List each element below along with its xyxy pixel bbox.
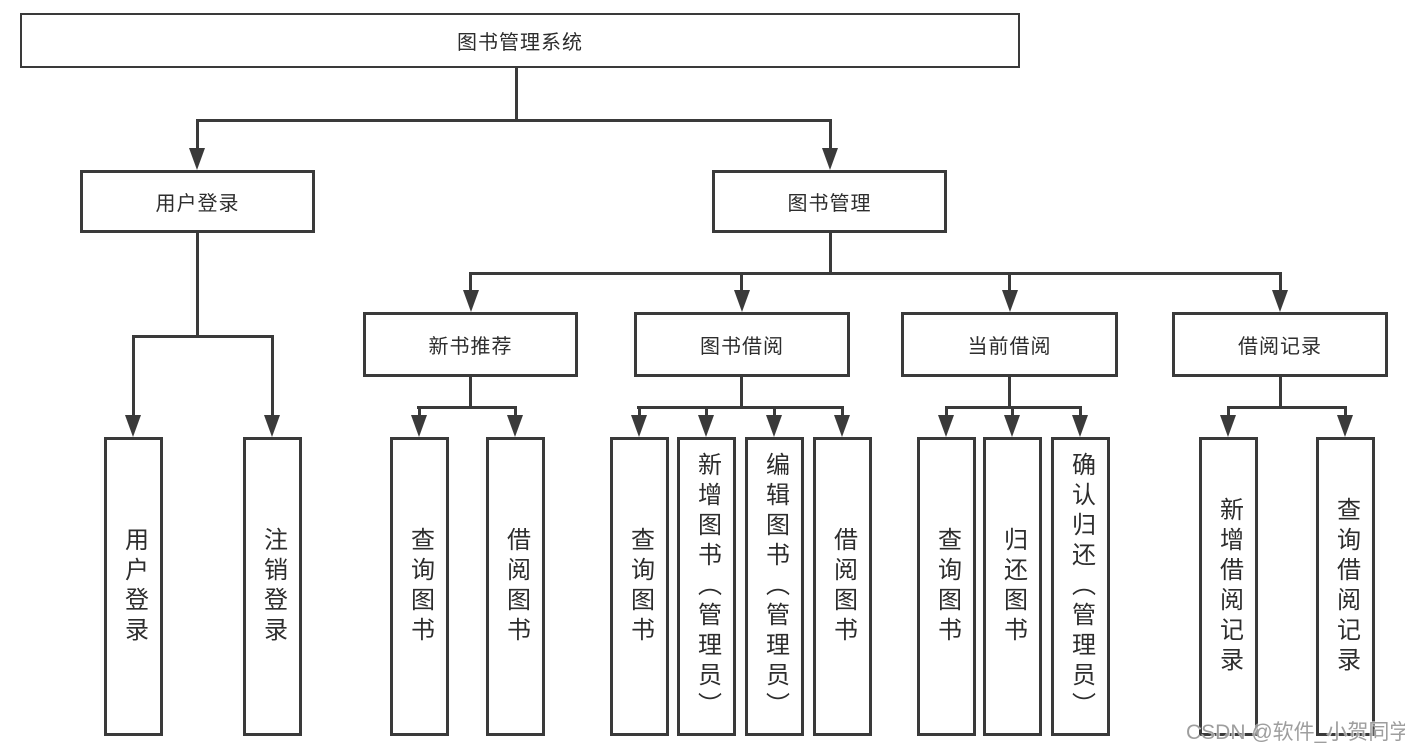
node-label: 用户登录 bbox=[120, 526, 148, 647]
node-borrow-records: 借阅记录 bbox=[1172, 312, 1388, 377]
connector-line bbox=[515, 66, 518, 121]
node-label: 归还图书 bbox=[999, 526, 1027, 647]
node-user-login-leaf: 用户登录 bbox=[104, 437, 163, 736]
node-add-books-admin: 新增图书（管理员） bbox=[677, 437, 736, 736]
arrow-down-icon bbox=[264, 415, 280, 437]
connector-line bbox=[637, 406, 844, 409]
connector-line bbox=[841, 406, 844, 418]
connector-line bbox=[514, 406, 517, 418]
node-book-borrowing: 图书借阅 bbox=[634, 312, 850, 377]
node-label: 查询图书 bbox=[626, 526, 654, 647]
node-book-management: 图书管理 bbox=[712, 170, 947, 233]
arrow-down-icon bbox=[507, 415, 523, 437]
connector-line bbox=[740, 272, 743, 294]
arrow-down-icon bbox=[1220, 415, 1236, 437]
node-query-books-current: 查询图书 bbox=[917, 437, 976, 736]
connector-line bbox=[1279, 375, 1282, 409]
node-query-books-borrowing: 查询图书 bbox=[610, 437, 669, 736]
arrow-down-icon bbox=[463, 290, 479, 312]
node-label: 新增图书（管理员） bbox=[693, 451, 721, 722]
watermark: CSDN @软件_小贺同学 bbox=[1186, 721, 1405, 744]
arrow-down-icon bbox=[698, 415, 714, 437]
node-user-login: 用户登录 bbox=[80, 170, 315, 233]
node-add-borrow-record: 新增借阅记录 bbox=[1199, 437, 1258, 736]
arrow-down-icon bbox=[834, 415, 850, 437]
connector-line bbox=[705, 406, 708, 418]
node-label: 新增借阅记录 bbox=[1215, 496, 1243, 677]
connector-line bbox=[271, 335, 274, 419]
arrow-down-icon bbox=[1002, 290, 1018, 312]
node-label: 注销登录 bbox=[259, 526, 287, 647]
node-system-root: 图书管理系统 bbox=[20, 13, 1020, 68]
connector-line bbox=[196, 119, 832, 122]
connector-line bbox=[829, 119, 832, 154]
node-return-books: 归还图书 bbox=[983, 437, 1042, 736]
connector-line bbox=[132, 335, 135, 419]
node-label: 图书管理 bbox=[787, 193, 872, 215]
connector-line bbox=[1344, 406, 1347, 418]
arrow-down-icon bbox=[822, 148, 838, 170]
node-borrow-books-borrowing: 借阅图书 bbox=[813, 437, 872, 736]
connector-line bbox=[418, 406, 421, 418]
node-label: 确认归还（管理员） bbox=[1067, 451, 1095, 722]
connector-line bbox=[740, 375, 743, 409]
node-query-borrow-record: 查询借阅记录 bbox=[1316, 437, 1375, 736]
arrow-down-icon bbox=[411, 415, 427, 437]
node-label: 查询借阅记录 bbox=[1332, 496, 1360, 677]
node-label: 查询图书 bbox=[933, 526, 961, 647]
connector-line bbox=[638, 406, 641, 418]
arrow-down-icon bbox=[1272, 290, 1288, 312]
node-label: 用户登录 bbox=[155, 193, 240, 215]
node-logout: 注销登录 bbox=[243, 437, 302, 736]
connector-line bbox=[1227, 406, 1347, 409]
arrow-down-icon bbox=[766, 415, 782, 437]
connector-line bbox=[773, 406, 776, 418]
node-current-borrowing: 当前借阅 bbox=[901, 312, 1118, 377]
node-label: 借阅记录 bbox=[1238, 336, 1322, 358]
node-label: 查询图书 bbox=[406, 526, 434, 647]
arrow-down-icon bbox=[1337, 415, 1353, 437]
connector-line bbox=[1279, 272, 1282, 294]
node-label: 借阅图书 bbox=[829, 526, 857, 647]
connector-line bbox=[132, 335, 274, 338]
arrow-down-icon bbox=[189, 148, 205, 170]
connector-line bbox=[1008, 272, 1011, 294]
connector-line bbox=[1011, 406, 1014, 418]
node-edit-books-admin: 编辑图书（管理员） bbox=[745, 437, 804, 736]
connector-line bbox=[1227, 406, 1230, 418]
arrow-down-icon bbox=[631, 415, 647, 437]
node-borrow-books-recommend: 借阅图书 bbox=[486, 437, 545, 736]
node-label: 新书推荐 bbox=[428, 336, 513, 358]
connector-line bbox=[469, 272, 472, 294]
arrow-down-icon bbox=[125, 415, 141, 437]
connector-line bbox=[945, 406, 948, 418]
node-label: 借阅图书 bbox=[502, 526, 530, 647]
connector-line bbox=[196, 233, 199, 337]
arrow-down-icon bbox=[1072, 415, 1088, 437]
connector-line bbox=[469, 375, 472, 409]
connector-line bbox=[1008, 375, 1011, 409]
node-label: 图书管理系统 bbox=[457, 32, 583, 54]
node-label: 图书借阅 bbox=[700, 336, 784, 358]
arrow-down-icon bbox=[938, 415, 954, 437]
node-query-books-recommend: 查询图书 bbox=[390, 437, 449, 736]
connector-line bbox=[469, 272, 1282, 275]
connector-line bbox=[1079, 406, 1082, 418]
node-new-book-recommend: 新书推荐 bbox=[363, 312, 578, 377]
node-confirm-return-admin: 确认归还（管理员） bbox=[1051, 437, 1110, 736]
node-label: 当前借阅 bbox=[967, 336, 1052, 358]
connector-line bbox=[829, 233, 832, 274]
arrow-down-icon bbox=[734, 290, 750, 312]
node-label: 编辑图书（管理员） bbox=[761, 451, 789, 722]
connector-line bbox=[196, 119, 199, 154]
connector-line bbox=[417, 406, 517, 409]
arrow-down-icon bbox=[1004, 415, 1020, 437]
